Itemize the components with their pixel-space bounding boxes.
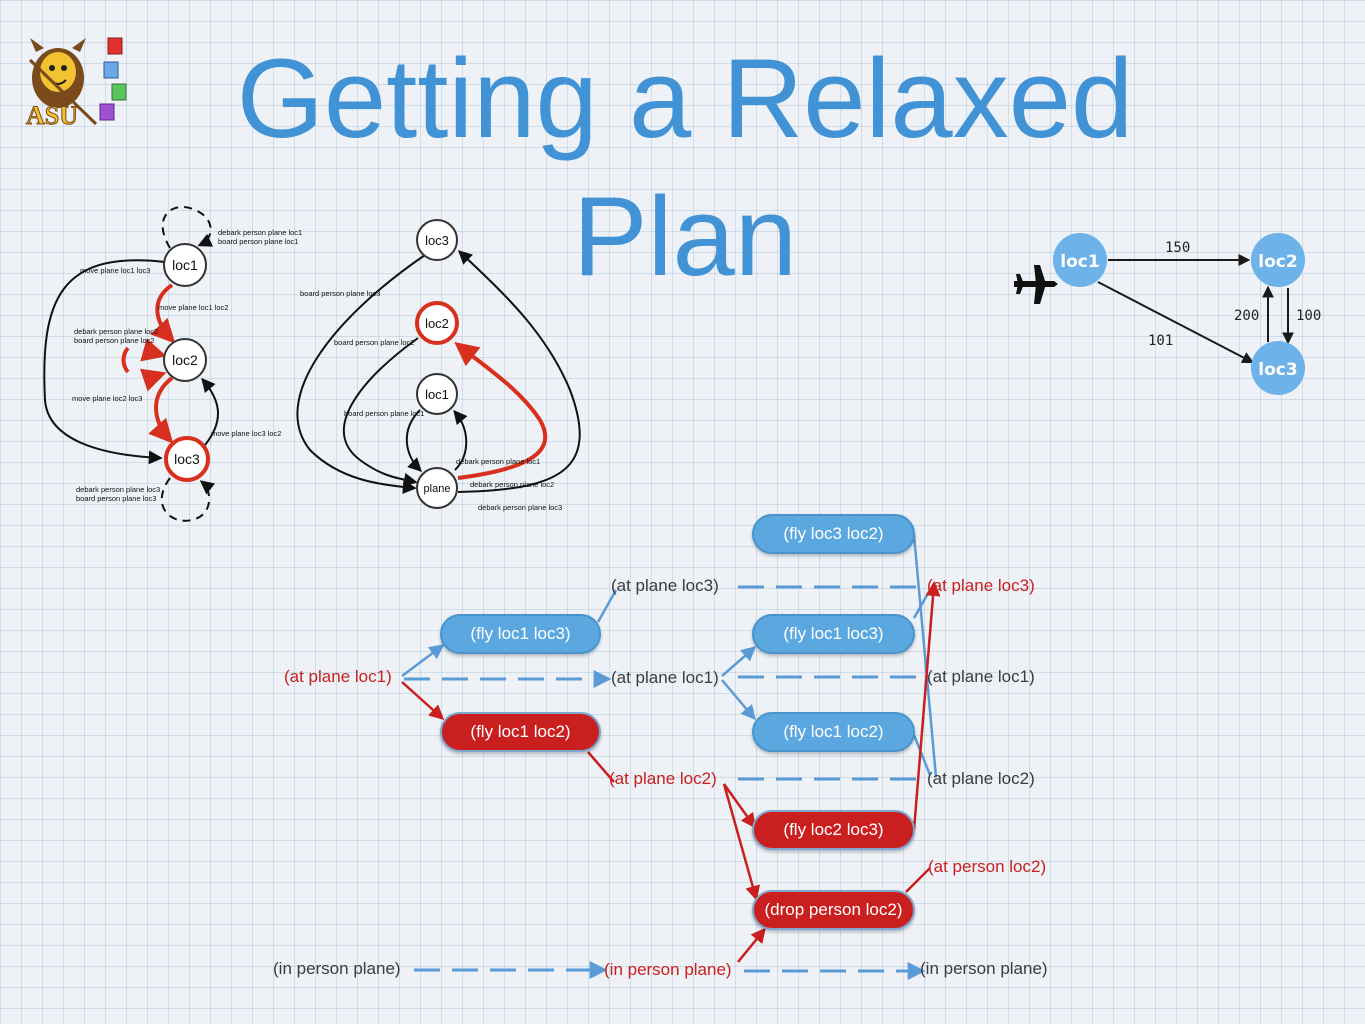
airplane-icon: [1014, 265, 1058, 304]
prop-l2-at-person-loc2: (at person loc2): [928, 857, 1047, 876]
label-line: debark person plane loc2: [74, 327, 158, 336]
label-line: board person plane loc3: [76, 494, 156, 503]
svg-text:plane: plane: [424, 483, 451, 495]
prop-l1-at-plane-loc2: (at plane loc2): [609, 769, 717, 788]
action-fly-loc1-loc2-layer1: (fly loc1 loc2): [440, 712, 601, 752]
prop-l2-at-plane-loc1: (at plane loc1): [927, 667, 1035, 686]
svg-text:loc3: loc3: [174, 451, 200, 467]
prop-l1-in-person-plane: (in person plane): [604, 960, 732, 979]
svg-text:loc1: loc1: [172, 257, 198, 273]
prop-l2-in-person-plane: (in person plane): [920, 959, 1048, 978]
action-fly-loc3-loc2: (fly loc3 loc2): [752, 514, 915, 554]
graph2-label-debark2: debark person plane loc2: [470, 480, 554, 489]
graph2-node-plane: plane: [416, 467, 458, 509]
graph1-label-loc2-loc3: move plane loc2 loc3: [72, 394, 142, 403]
graph1-label-loc3-loc2: move plane loc3 loc2: [211, 429, 281, 438]
svg-text:loc3: loc3: [1258, 360, 1297, 380]
action-fly-loc2-loc3: (fly loc2 loc3): [752, 810, 915, 850]
slide-title: Getting a Relaxed Plan: [236, 36, 1134, 299]
label-line: debark person plane loc3: [76, 485, 160, 494]
prop-l1-at-plane-loc1: (at plane loc1): [611, 668, 719, 687]
graph2-node-loc3: loc3: [416, 219, 458, 261]
prop-l1-at-plane-loc3: (at plane loc3): [611, 576, 719, 595]
prop-l0-in-person-plane: (in person plane): [273, 959, 401, 978]
svg-text:loc3: loc3: [425, 233, 449, 248]
graph2-label-debark1: debark person plane loc1: [456, 457, 540, 466]
prop-l2-at-plane-loc2: (at plane loc2): [927, 769, 1035, 788]
svg-text:loc1: loc1: [425, 387, 449, 402]
svg-text:loc2: loc2: [425, 316, 449, 331]
action-drop-person-loc2: (drop person loc2): [752, 890, 915, 930]
map-weight-loc2-loc3: 100: [1296, 308, 1321, 324]
map-node-loc2: loc2: [1251, 233, 1305, 287]
graph2-node-loc1: loc1: [416, 373, 458, 415]
graph2-label-board3: board person plane loc3: [300, 289, 380, 298]
svg-text:loc2: loc2: [1258, 252, 1297, 272]
prop-l0-at-plane-loc1: (at plane loc1): [284, 667, 392, 686]
graph2-label-debark3: debark person plane loc3: [478, 503, 562, 512]
action-fly-loc1-loc3-layer1: (fly loc1 loc3): [440, 614, 601, 654]
map-node-loc1: loc1: [1053, 233, 1107, 287]
map-node-loc3: loc3: [1251, 341, 1305, 395]
action-fly-loc1-loc2-layer2: (fly loc1 loc2): [752, 712, 915, 752]
graph2-label-board2: board person plane loc2: [334, 338, 414, 347]
action-fly-loc1-loc3-layer2: (fly loc1 loc3): [752, 614, 915, 654]
svg-text:loc1: loc1: [1060, 252, 1099, 272]
graph1-label-loc1-loc2: move plane loc1 loc2: [158, 303, 228, 312]
graph2-label-board1: board person plane loc1: [344, 409, 424, 418]
label-line: debark person plane loc1: [218, 228, 302, 237]
svg-text:loc2: loc2: [172, 352, 198, 368]
map-weight-loc3-loc2: 200: [1234, 308, 1259, 324]
graph1-node-loc3: loc3: [164, 436, 210, 482]
prop-l2-at-plane-loc3: (at plane loc3): [927, 576, 1035, 595]
graph1-node-loc2: loc2: [163, 338, 207, 382]
label-line: board person plane loc1: [218, 237, 298, 246]
map-weight-loc1-loc3: 101: [1148, 333, 1173, 349]
map-weight-loc1-loc2: 150: [1165, 240, 1190, 256]
graph1-node-loc1: loc1: [163, 243, 207, 287]
graph1-label-loc1-loc3: move plane loc1 loc3: [80, 266, 150, 275]
graph2-node-loc2: loc2: [415, 301, 459, 345]
label-line: board person plane loc2: [74, 336, 154, 345]
